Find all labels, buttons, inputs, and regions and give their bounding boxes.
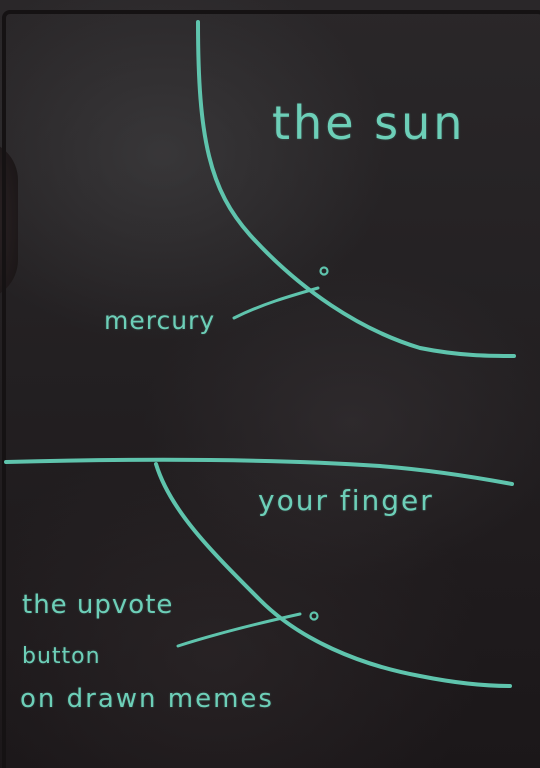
upvote-label-line1: the upvote bbox=[22, 590, 174, 620]
mercury-label: mercury bbox=[104, 306, 216, 335]
finger-label: your finger bbox=[258, 484, 434, 517]
upvote-pointer-line bbox=[176, 612, 302, 648]
sun-edge-curve bbox=[196, 20, 516, 358]
upvote-label-line2: button bbox=[22, 644, 101, 669]
upvote-dot bbox=[309, 611, 319, 621]
mercury-pointer-line bbox=[232, 286, 320, 320]
mercury-dot bbox=[319, 266, 329, 276]
upvote-label-line3: on drawn memes bbox=[20, 684, 274, 714]
panel-divider-line bbox=[4, 457, 514, 486]
sun-label: the sun bbox=[272, 96, 466, 150]
board-edge bbox=[2, 10, 540, 768]
finger-edge-curve bbox=[154, 462, 512, 688]
